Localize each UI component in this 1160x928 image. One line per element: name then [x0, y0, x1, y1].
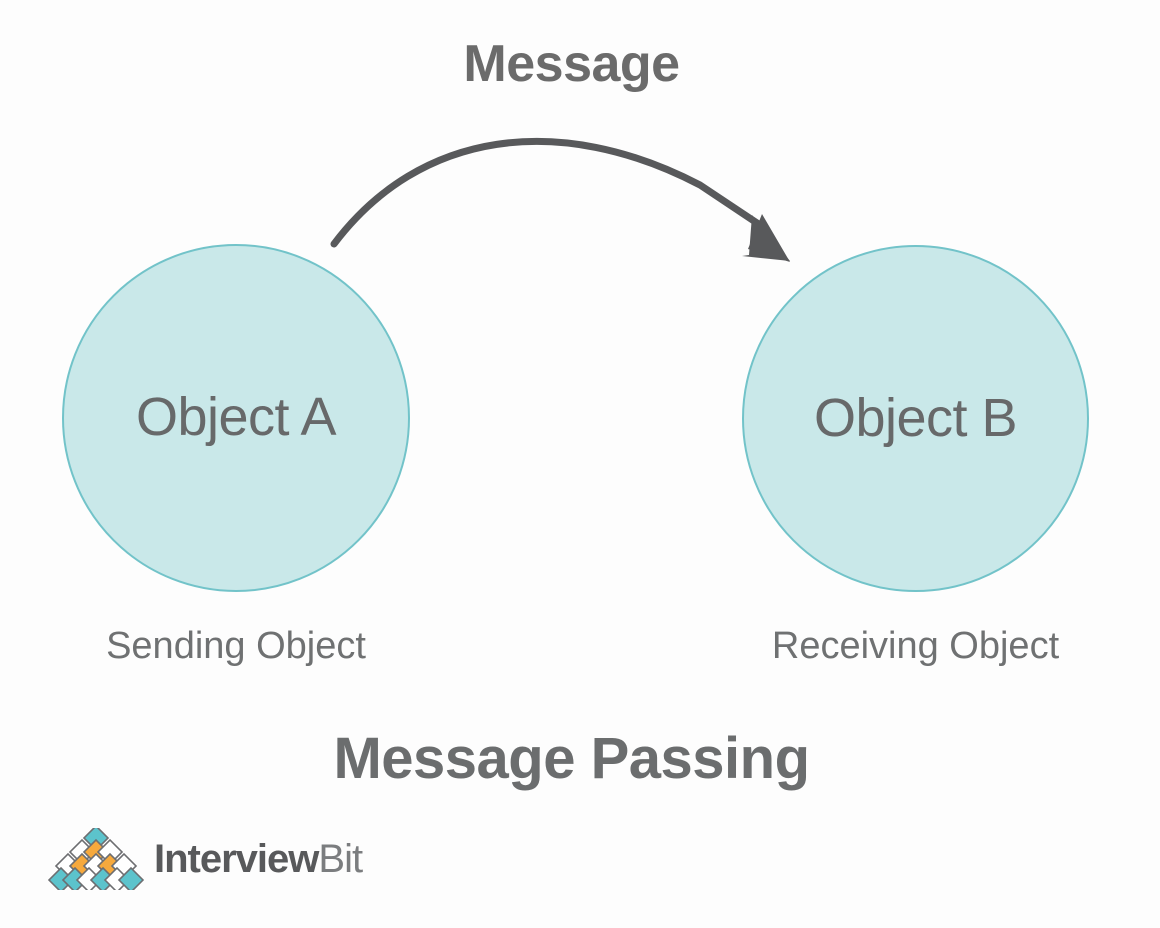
brand-word-secondary: Bit	[318, 837, 363, 881]
diagram-title: Message Passing	[333, 726, 810, 791]
node-object-b-caption: Receiving Object	[771, 625, 1060, 667]
message-arrow-head-icon	[742, 215, 790, 261]
brand-logo: Interview Bit	[48, 826, 363, 892]
interviewbit-logo-icon	[48, 828, 144, 890]
node-object-a[interactable]: Object A	[62, 244, 410, 592]
message-arrow-curve	[330, 137, 770, 248]
message-label: Message	[463, 35, 680, 93]
brand-wordmark: Interview Bit	[154, 837, 363, 881]
node-object-b[interactable]: Object B	[742, 245, 1089, 592]
node-object-a-caption: Sending Object	[106, 625, 366, 667]
message-arrowhead-icon	[748, 214, 790, 262]
brand-word-primary: Interview	[154, 837, 319, 881]
node-object-b-label: Object B	[813, 387, 1018, 448]
node-object-a-label: Object A	[135, 387, 337, 447]
